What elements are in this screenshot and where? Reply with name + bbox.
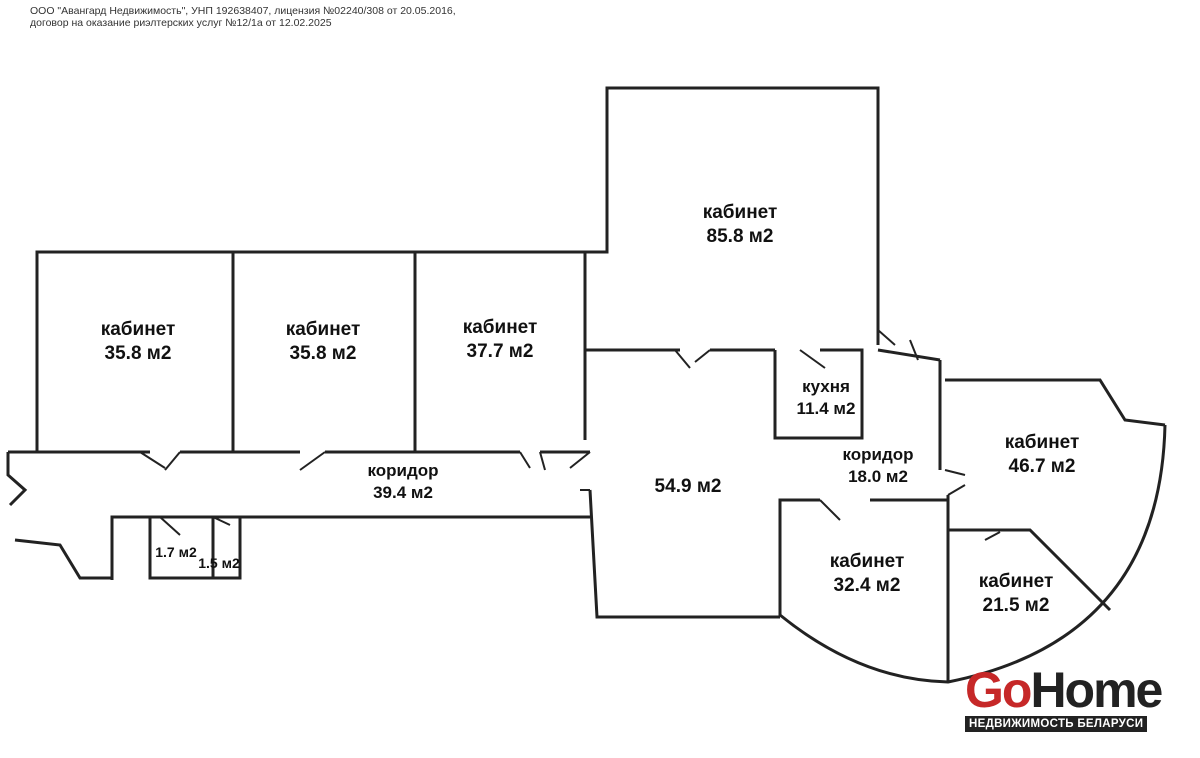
gohome-logo: GoHome НЕДВИЖИМОСТЬ БЕЛАРУСИ xyxy=(965,662,1163,732)
room-label: 54.9 м2 xyxy=(654,476,722,497)
wall-corridor-end xyxy=(6,452,28,507)
wall-outer-top xyxy=(35,86,880,452)
header-line-2: договор на оказание риэлтерских услуг №1… xyxy=(30,17,332,29)
wall-curved xyxy=(779,424,1167,684)
wall-wc xyxy=(148,517,242,580)
room-label: 1.7 м2 xyxy=(155,544,197,560)
agency-header: ООО "Авангард Недвижимость", УНП 1926384… xyxy=(30,5,456,29)
wall-kitchen xyxy=(773,348,864,440)
room-label: 1.5 м2 xyxy=(198,555,240,571)
wall-21-room xyxy=(948,528,1112,612)
wall-46-room xyxy=(945,378,1166,427)
wall xyxy=(877,348,941,362)
header-line-1: ООО "Авангард Недвижимость", УНП 1926384… xyxy=(30,5,456,17)
wall-hall-lower xyxy=(588,489,780,619)
wall-corridor-bottom xyxy=(110,515,590,580)
door-swings xyxy=(139,329,1001,541)
wall-left-bottom xyxy=(14,538,112,580)
wall-32-room xyxy=(778,498,820,617)
